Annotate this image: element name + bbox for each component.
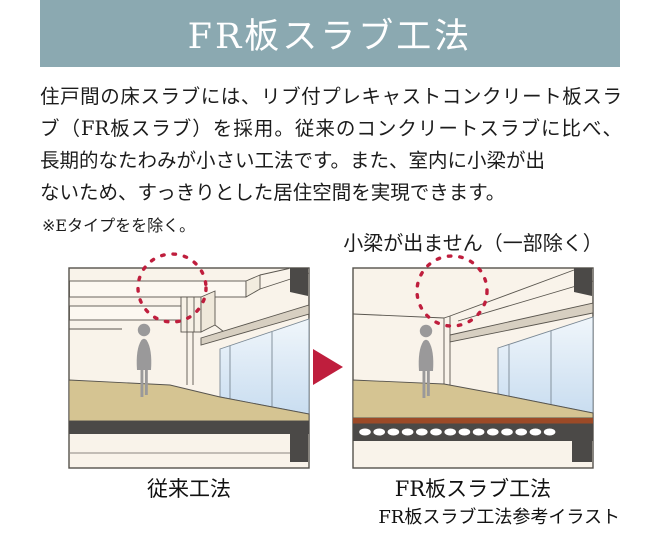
caption-text: FR板スラブ工法参考イラスト bbox=[378, 507, 620, 528]
fr-slab-method-illustration bbox=[352, 254, 594, 469]
rib-brown-layer bbox=[353, 418, 593, 424]
person-silhouette-icon bbox=[136, 323, 152, 397]
label-conventional-method: 従来工法 bbox=[147, 477, 231, 501]
pillar bbox=[574, 268, 592, 296]
note-text: ※Eタイプをを除く。 bbox=[42, 216, 196, 235]
lower-level bbox=[69, 427, 308, 462]
page-title: FR板スラブ工法 bbox=[187, 17, 473, 57]
person-silhouette-icon bbox=[418, 324, 434, 398]
paragraph-line: ブ（FR板スラブ）を採用。従来のコンクリートスラブに比べ、 bbox=[40, 117, 622, 140]
slab-band bbox=[69, 421, 309, 434]
slab-void-ovals bbox=[359, 428, 556, 436]
paragraph-line: ないため、すっきりとした居住空間を実現できます。 bbox=[40, 181, 506, 204]
highlight-circle-icon bbox=[415, 254, 489, 328]
highlight-circle-icon bbox=[136, 252, 208, 324]
conventional-method-illustration bbox=[68, 252, 310, 469]
window-mullions bbox=[508, 331, 552, 404]
curtain-box-band bbox=[449, 302, 594, 343]
curtain-box-band bbox=[200, 304, 310, 346]
intro-paragraph: 住戸間の床スラブには、リブ付プレキャストコンクリート板スラ ブ（FR板スラブ）を… bbox=[40, 81, 622, 209]
right-arrow-icon bbox=[313, 349, 343, 385]
paragraph-line: 住戸間の床スラブには、リブ付プレキャストコンクリート板スラ bbox=[40, 85, 622, 108]
paragraph-line: 長期的なたわみが小さい工法です。また、室内に小梁が出 bbox=[40, 149, 546, 172]
pillar bbox=[290, 268, 308, 296]
ceiling-beams bbox=[69, 268, 310, 385]
lower-level bbox=[572, 423, 592, 462]
label-fr-slab-method: FR板スラブ工法 bbox=[394, 477, 552, 501]
title-banner: FR板スラブ工法 bbox=[40, 0, 620, 67]
window-mullions bbox=[229, 332, 273, 407]
callout-text: 小梁が出ません（一部除く） bbox=[343, 231, 603, 255]
